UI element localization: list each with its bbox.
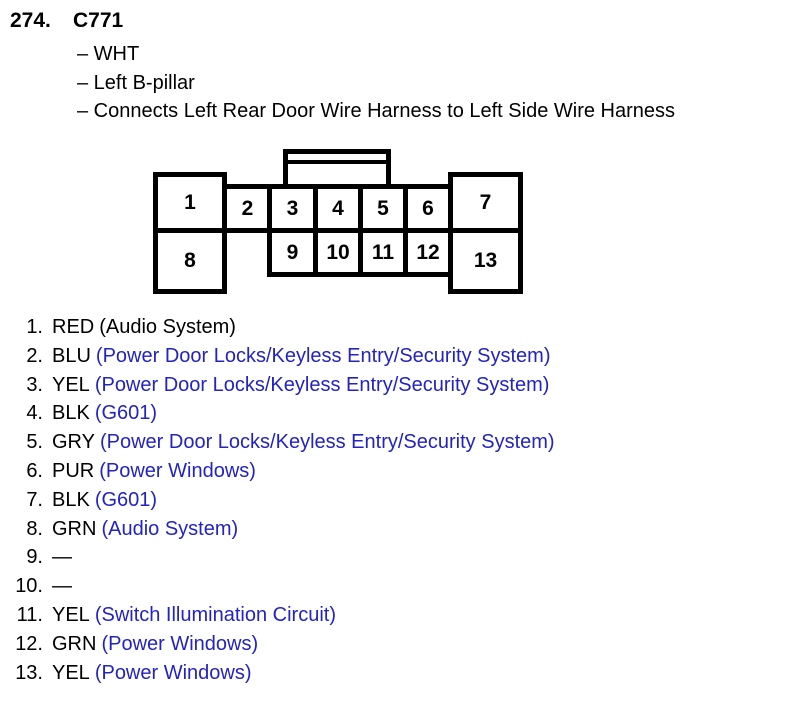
connector-details: – WHT – Left B-pillar – Connects Left Re…	[77, 40, 675, 126]
pin-number: 4.	[26, 402, 43, 425]
connector-diagram: 1 2 3 4 5 6 7 8 9 10 11 12 13	[0, 0, 790, 310]
detail-line-location: – Left B-pillar	[77, 71, 195, 94]
wire-color: BLK	[52, 488, 90, 511]
circuit-link[interactable]: (Switch Illumination Circuit)	[94, 603, 336, 626]
circuit-link[interactable]: (G601)	[94, 488, 158, 511]
wire-color: YEL	[52, 603, 90, 626]
detail-line-color: – WHT	[77, 43, 140, 65]
no-wire-dash: —	[52, 546, 72, 569]
pin-number: 3.	[26, 373, 43, 396]
cavity-cell-6: 6	[403, 184, 453, 233]
cavity-cell-11: 11	[358, 228, 408, 277]
wire-color: RED	[52, 316, 95, 338]
pin-list-item-7: 7. BLK (G601)	[0, 486, 790, 515]
pin-number: 9.	[26, 546, 43, 569]
pin-list-item-1: 1. RED (Audio System)	[0, 313, 790, 342]
cavity-cell-8: 8	[153, 228, 227, 294]
wire-color: GRY	[52, 431, 95, 454]
pin-list-item-10: 10. —	[0, 572, 790, 601]
connector-header: 274. C771	[10, 8, 123, 34]
circuit-link[interactable]: (Power Windows)	[99, 459, 256, 482]
item-number: 274.	[10, 9, 51, 32]
wire-color: GRN	[52, 517, 97, 540]
pin-list: 1. RED (Audio System) 2. BLU (Power Door…	[0, 313, 790, 687]
pin-list-item-13: 13. YEL (Power Windows)	[0, 659, 790, 688]
circuit-link[interactable]: (Audio System)	[101, 517, 239, 540]
pin-list-item-5: 5. GRY (Power Door Locks/Keyless Entry/S…	[0, 428, 790, 457]
circuit-link[interactable]: (Power Door Locks/Keyless Entry/Security…	[94, 373, 550, 396]
connector-mounting-tab	[283, 149, 391, 189]
wire-color: PUR	[52, 459, 95, 482]
wire-color: YEL	[52, 661, 90, 684]
cavity-cell-12: 12	[403, 228, 453, 277]
pin-number: 5.	[26, 431, 43, 454]
pin-list-item-3: 3. YEL (Power Door Locks/Keyless Entry/S…	[0, 371, 790, 400]
pin-number: 8.	[26, 517, 43, 540]
pin-list-item-8: 8. GRN (Audio System)	[0, 515, 790, 544]
cavity-cell-9: 9	[267, 228, 318, 277]
circuit-link[interactable]: (Power Door Locks/Keyless Entry/Security…	[95, 344, 551, 367]
connector-id: C771	[73, 9, 124, 32]
wire-color: BLK	[52, 402, 90, 425]
mounting-tab-line	[288, 160, 386, 164]
cavity-cell-2: 2	[222, 184, 273, 233]
circuit-link[interactable]: (Power Windows)	[101, 632, 259, 655]
no-wire-dash: —	[52, 575, 72, 598]
pin-number: 2.	[26, 344, 43, 367]
detail-line-function: – Connects Left Rear Door Wire Harness t…	[77, 100, 676, 122]
circuit-link[interactable]: (Power Windows)	[94, 661, 252, 684]
cavity-cell-7: 7	[448, 172, 523, 233]
cavity-cell-3: 3	[267, 184, 318, 233]
wire-color: YEL	[52, 373, 90, 396]
wire-color: BLU	[52, 344, 91, 367]
pin-list-item-9: 9. —	[0, 543, 790, 572]
pin-list-item-4: 4. BLK (G601)	[0, 399, 790, 428]
wire-color: GRN	[52, 632, 97, 655]
pin-number: 1.	[26, 316, 43, 338]
pin-list-item-2: 2. BLU (Power Door Locks/Keyless Entry/S…	[0, 342, 790, 371]
cavity-cell-10: 10	[313, 228, 363, 277]
circuit-link[interactable]: (Power Door Locks/Keyless Entry/Security…	[99, 431, 555, 454]
pin-number: 7.	[26, 488, 43, 511]
circuit-link[interactable]: (G601)	[94, 402, 158, 425]
pin-list-item-12: 12. GRN (Power Windows)	[0, 630, 790, 659]
cavity-cell-1: 1	[153, 172, 227, 233]
pin-list-item-6: 6. PUR (Power Windows)	[0, 457, 790, 486]
cavity-cell-13: 13	[448, 228, 523, 294]
pin-list-item-11: 11. YEL (Switch Illumination Circuit)	[0, 601, 790, 630]
cavity-cell-5: 5	[358, 184, 408, 233]
circuit-text: (Audio System)	[99, 316, 236, 338]
pin-number: 13.	[15, 661, 43, 684]
pin-number: 6.	[26, 459, 43, 482]
pin-number: 11.	[16, 603, 43, 626]
pin-number: 10.	[15, 575, 43, 598]
cavity-cell-4: 4	[313, 184, 363, 233]
pin-number: 12.	[15, 632, 43, 655]
